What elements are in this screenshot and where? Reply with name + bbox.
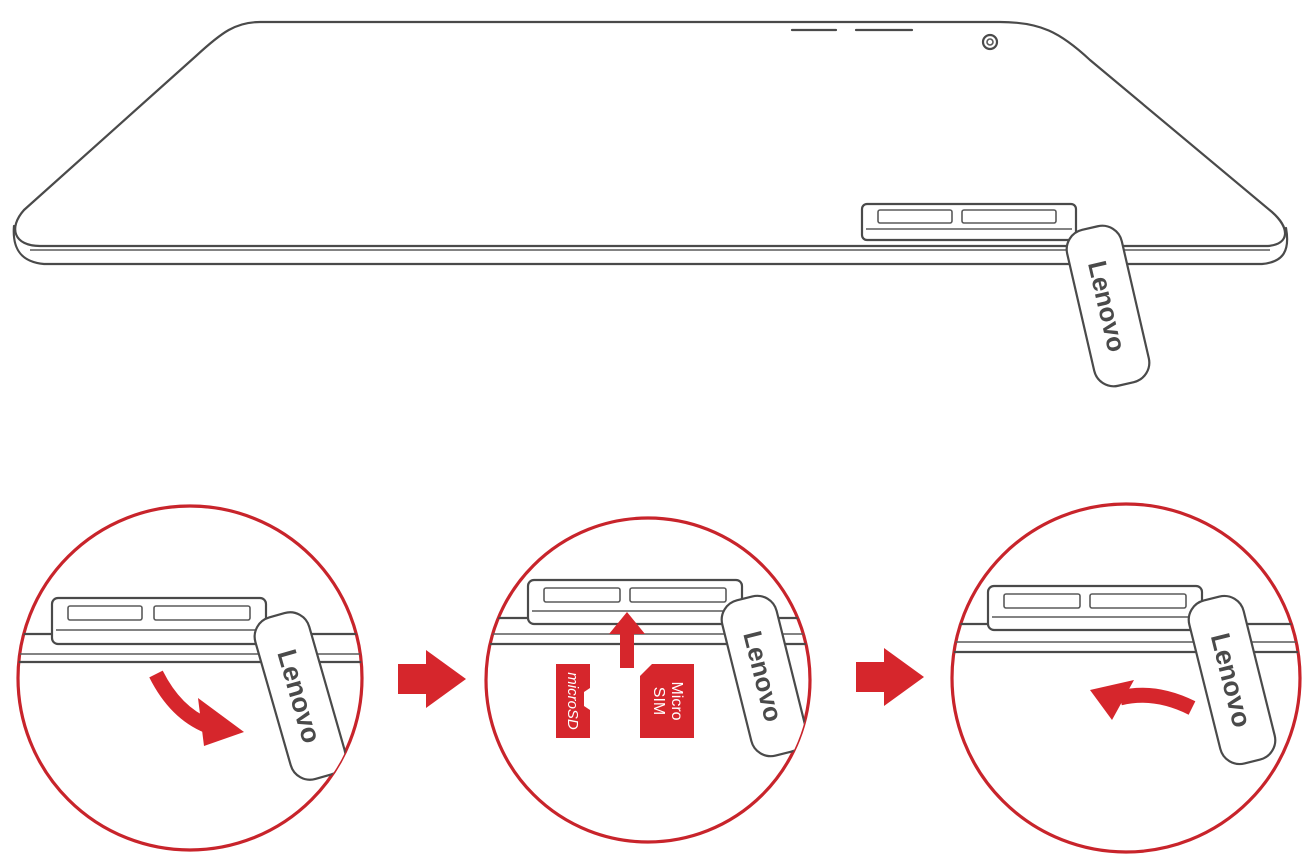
- slot-cover-tab: Lenovo: [1065, 224, 1151, 388]
- tablet-illustration: Lenovo: [12, 20, 1289, 388]
- card-slot-housing: [526, 578, 744, 626]
- step-close-cover: Lenovo: [950, 502, 1302, 854]
- card-slot-housing: [986, 584, 1204, 632]
- curved-arrow-down-icon: [149, 670, 244, 746]
- micro-sim-label-line-2: SIM: [650, 687, 667, 715]
- arrow-right-icon: [856, 648, 924, 706]
- tablet-edge: [12, 224, 1289, 266]
- step-1-circle: [16, 504, 364, 852]
- arrow-right-icon: [398, 650, 466, 708]
- arrow-up-icon: [609, 612, 645, 668]
- micro-sim-card-icon: Micro SIM: [640, 664, 694, 738]
- card-slot-housing: [860, 202, 1078, 242]
- slot-cover-tab: Lenovo: [720, 594, 808, 758]
- front-camera-icon: [981, 33, 999, 51]
- microsd-label: microSD: [564, 672, 581, 730]
- slot-cover-tab: Lenovo: [253, 611, 347, 781]
- tablet-body: [14, 20, 1287, 248]
- slot-cover-tab: Lenovo: [1187, 594, 1277, 766]
- step-open-cover: Lenovo: [16, 504, 364, 852]
- micro-sim-label-line-1: Micro: [668, 681, 685, 720]
- step-insert-cards: Lenovo microSD Micro SIM: [484, 516, 812, 844]
- microsd-card-icon: microSD: [556, 664, 590, 738]
- curved-arrow-up-icon: [1090, 680, 1196, 720]
- card-slot-housing: [50, 596, 268, 646]
